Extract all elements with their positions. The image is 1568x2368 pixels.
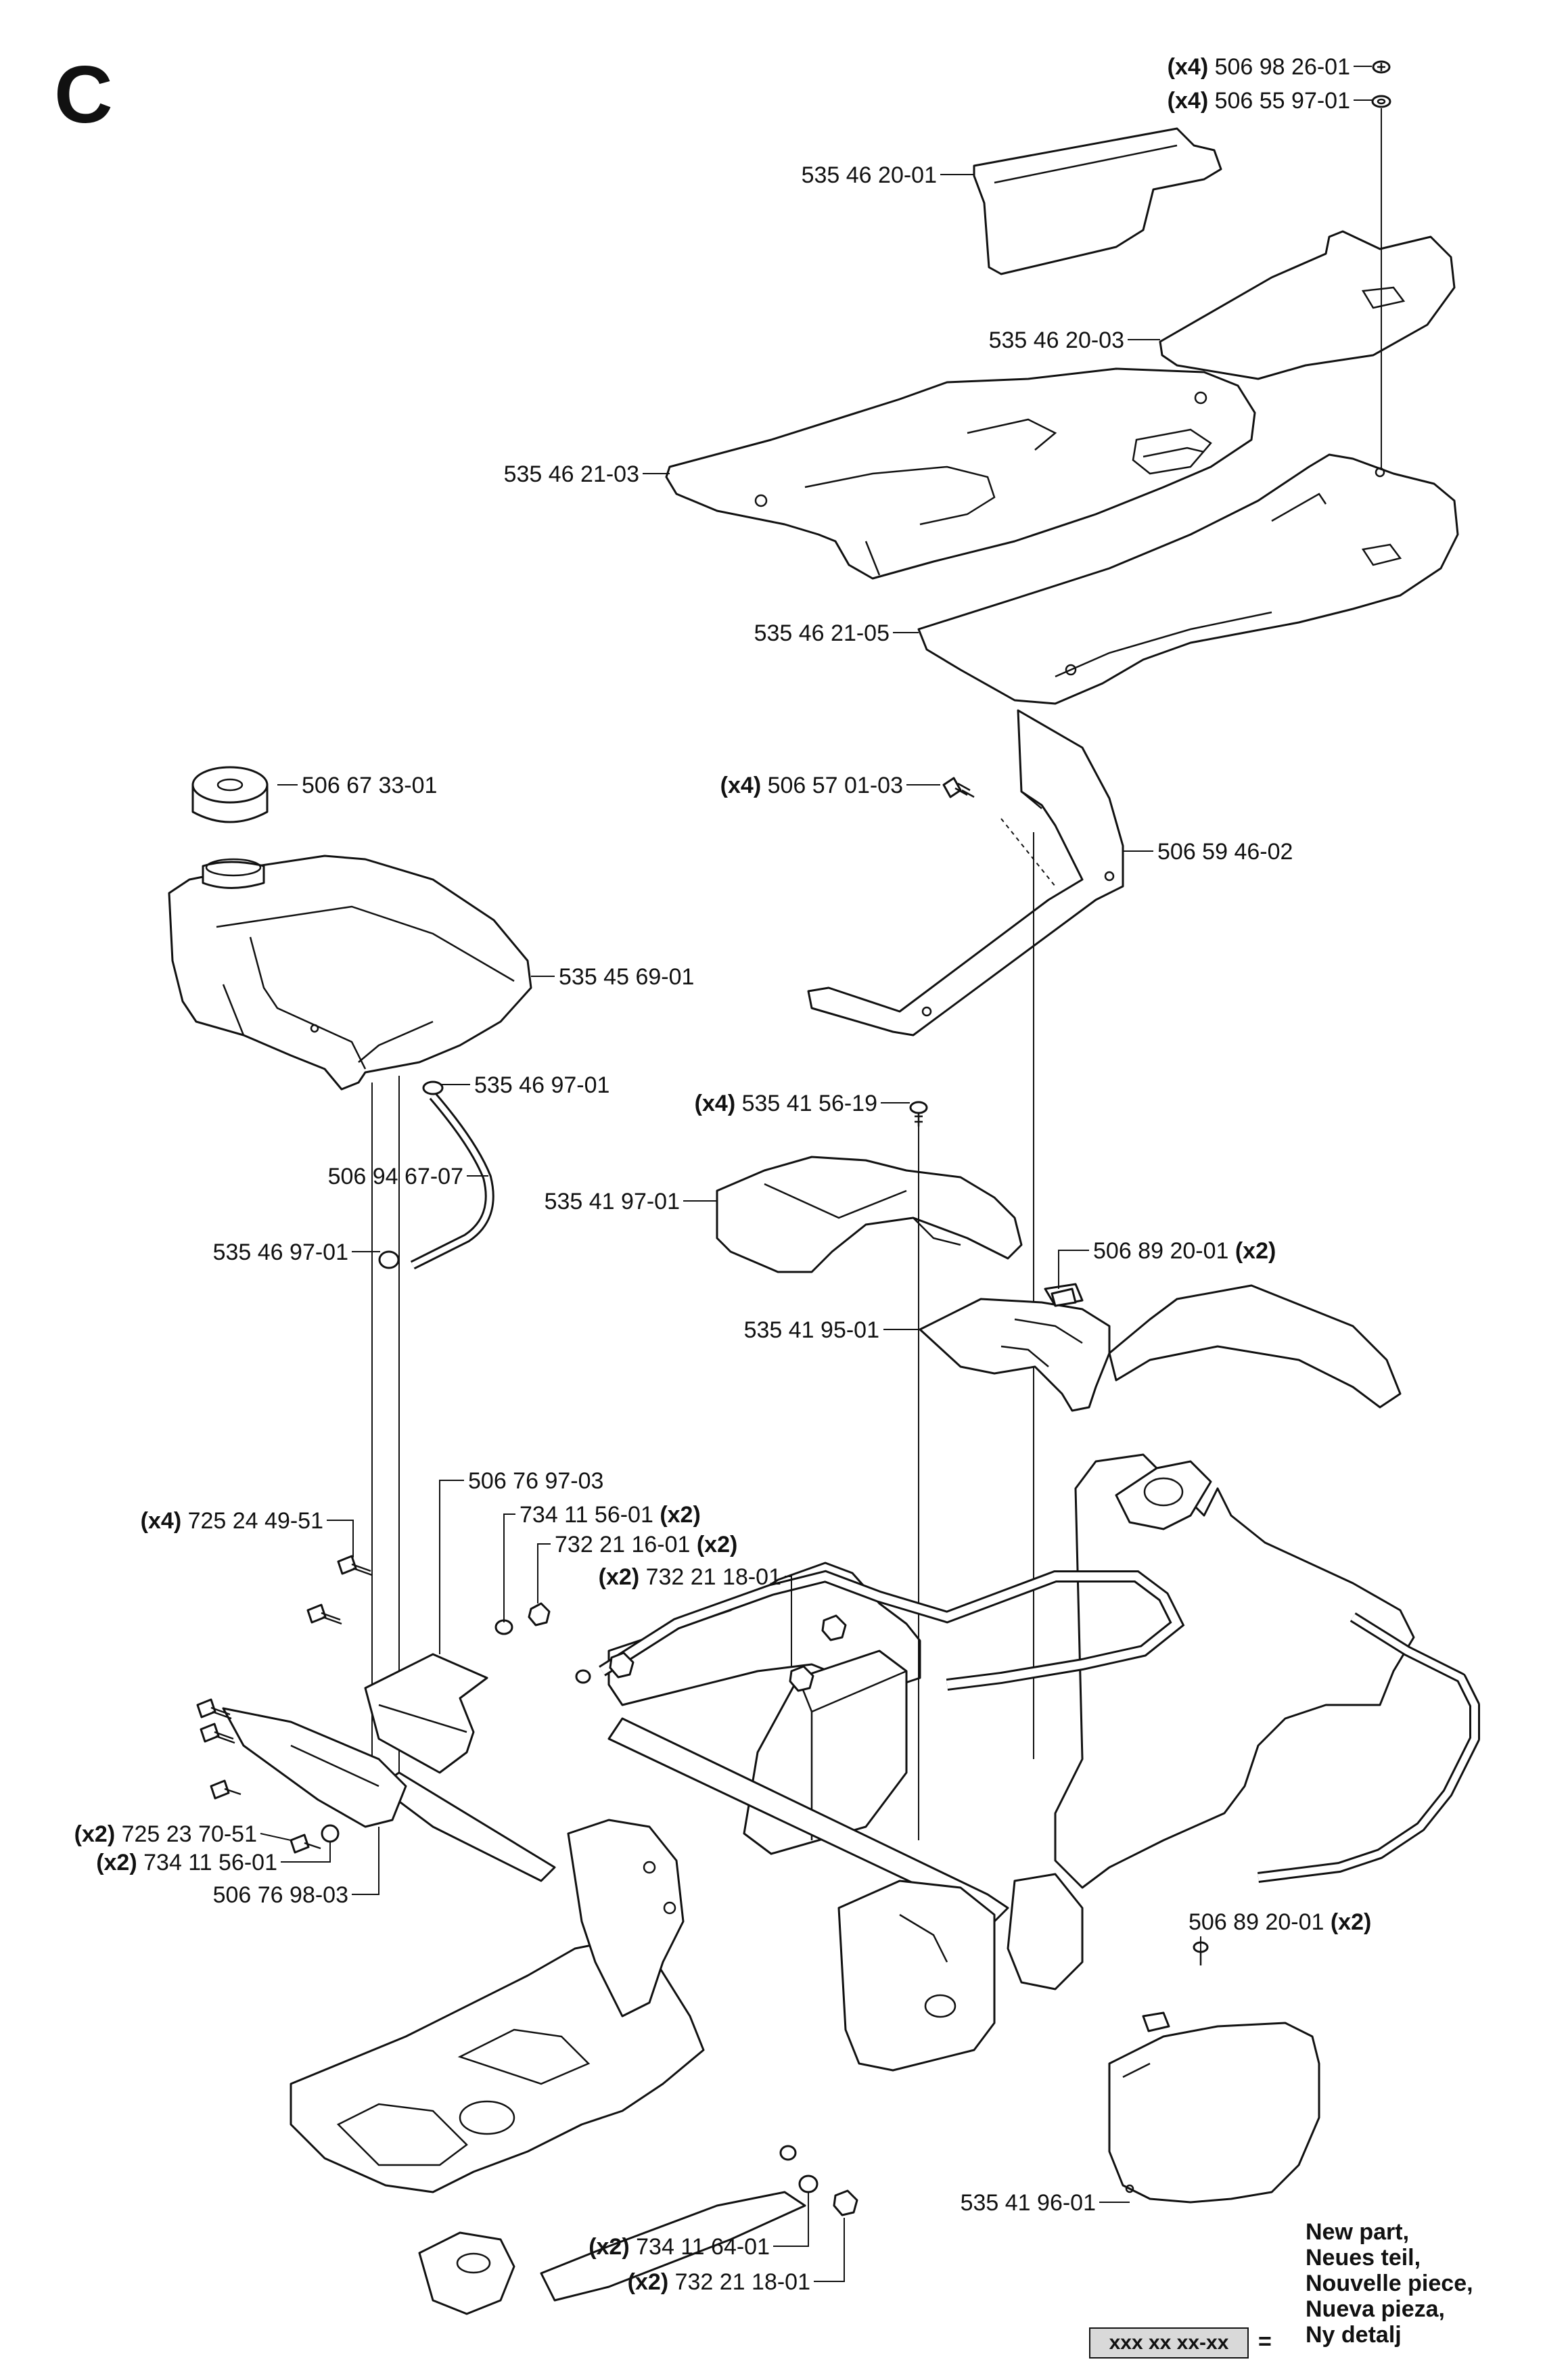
callout-22: (x2) 732 21 18-01 bbox=[599, 1564, 781, 1590]
bracket-535-41-95-01 bbox=[919, 1283, 1111, 1412]
callout-2: (x4) 506 55 97-01 bbox=[1168, 88, 1350, 114]
callout-14: 535 41 97-01 bbox=[545, 1189, 680, 1214]
legend-text: New part, Neues teil, Nouvelle piece, Nu… bbox=[1306, 2219, 1473, 2348]
callout-5: 535 46 21-03 bbox=[504, 461, 639, 487]
fuel-tank-535-45-69-01 bbox=[168, 855, 532, 1091]
callout-3: 535 46 20-01 bbox=[802, 162, 937, 188]
fuel-hose-506-94-67-07 bbox=[410, 1093, 494, 1270]
legend-line: Nouvelle piece, bbox=[1306, 2271, 1473, 2296]
cover-535-41-96-01 bbox=[1108, 2022, 1320, 2204]
callout-7: 506 67 33-01 bbox=[302, 773, 437, 798]
callout-11: 535 46 97-01 bbox=[474, 1072, 609, 1098]
callout-1: (x4) 506 98 26-01 bbox=[1168, 54, 1350, 80]
bolt-725-23-70-51 bbox=[210, 1779, 321, 1854]
washers-734-11-64-01 bbox=[779, 2145, 818, 2193]
legend-line: Neues teil, bbox=[1306, 2245, 1421, 2271]
callout-18: 506 76 97-03 bbox=[468, 1468, 603, 1494]
callout-13: 506 94 67-07 bbox=[328, 1164, 463, 1189]
legend-equals: = bbox=[1258, 2329, 1272, 2354]
callout-10: 535 45 69-01 bbox=[559, 964, 694, 990]
cover-535-41-97-01 bbox=[716, 1156, 1023, 1273]
nuts-732-21-18-01 bbox=[609, 1614, 858, 2216]
mat-535-46-20-03 bbox=[1159, 230, 1456, 380]
clamp-535-46-97-01-upper bbox=[422, 1080, 444, 1095]
callout-25: 506 76 98-03 bbox=[213, 1882, 348, 1908]
callout-17: 535 41 95-01 bbox=[744, 1317, 879, 1343]
callout-26: 506 89 20-01 (x2) bbox=[1189, 1909, 1371, 1935]
bolt-506-57-01-03 bbox=[942, 777, 975, 798]
clamp-535-46-97-01-lower bbox=[378, 1250, 400, 1269]
callout-9: 506 59 46-02 bbox=[1157, 839, 1293, 865]
callout-28: (x2) 734 11 64-01 bbox=[589, 2234, 770, 2260]
nuts-732-21-16-01 bbox=[528, 1602, 551, 1626]
callout-27: 535 41 96-01 bbox=[961, 2190, 1096, 2216]
callout-23: (x2) 725 23 70-51 bbox=[74, 1821, 257, 1847]
mat-535-46-21-05 bbox=[917, 453, 1459, 705]
mat-535-46-21-03 bbox=[665, 367, 1256, 580]
legend-swatch: xxx xx xx-xx bbox=[1089, 2327, 1249, 2359]
callout-4: 535 46 20-03 bbox=[989, 327, 1124, 353]
callout-16: 506 89 20-01 (x2) bbox=[1093, 1238, 1276, 1264]
chassis-frame bbox=[290, 1284, 1480, 2315]
callout-8: (x4) 506 57 01-03 bbox=[720, 773, 903, 798]
callout-15: 535 46 97-01 bbox=[213, 1239, 348, 1265]
leader-lines bbox=[260, 66, 1372, 2282]
callout-19: 734 11 56-01 (x2) bbox=[520, 1502, 701, 1528]
legend-line: Ny detalj bbox=[1306, 2322, 1402, 2348]
screw-535-41-56-19 bbox=[909, 1101, 928, 1126]
screw-506-98-26-01 bbox=[1372, 60, 1391, 74]
legend-line: New part, bbox=[1306, 2219, 1410, 2245]
bolts-725-24-49-51 bbox=[196, 1555, 373, 1744]
callout-24: (x2) 734 11 56-01 bbox=[96, 1850, 277, 1875]
fuel-cap-506-67-33-01 bbox=[191, 766, 269, 823]
clip-506-89-20-01-upper bbox=[1051, 1288, 1077, 1307]
callout-6: 535 46 21-05 bbox=[754, 620, 890, 646]
bracket-506-76-97-03 bbox=[364, 1653, 488, 1774]
washers-734-11-56-01 bbox=[321, 1619, 591, 1843]
seat-bracket-506-59-46-02 bbox=[807, 709, 1124, 1037]
mat-535-46-20-01 bbox=[973, 127, 1222, 275]
section-letter: C bbox=[54, 49, 113, 140]
washer-506-55-97-01 bbox=[1371, 95, 1391, 108]
callout-labels: (x4) 506 98 26-01 (x4) 506 55 97-01 535 … bbox=[74, 54, 1372, 2295]
clip-506-89-20-01-lower bbox=[1142, 2011, 1170, 2032]
legend-line: Nueva pieza, bbox=[1306, 2296, 1445, 2322]
bracket-506-76-98-03 bbox=[222, 1707, 407, 1828]
callout-12: (x4) 535 41 56-19 bbox=[695, 1091, 877, 1116]
callout-20: (x4) 725 24 49-51 bbox=[141, 1508, 323, 1534]
callout-29: (x2) 732 21 18-01 bbox=[628, 2269, 810, 2295]
callout-21: 732 21 16-01 (x2) bbox=[555, 1532, 737, 1557]
